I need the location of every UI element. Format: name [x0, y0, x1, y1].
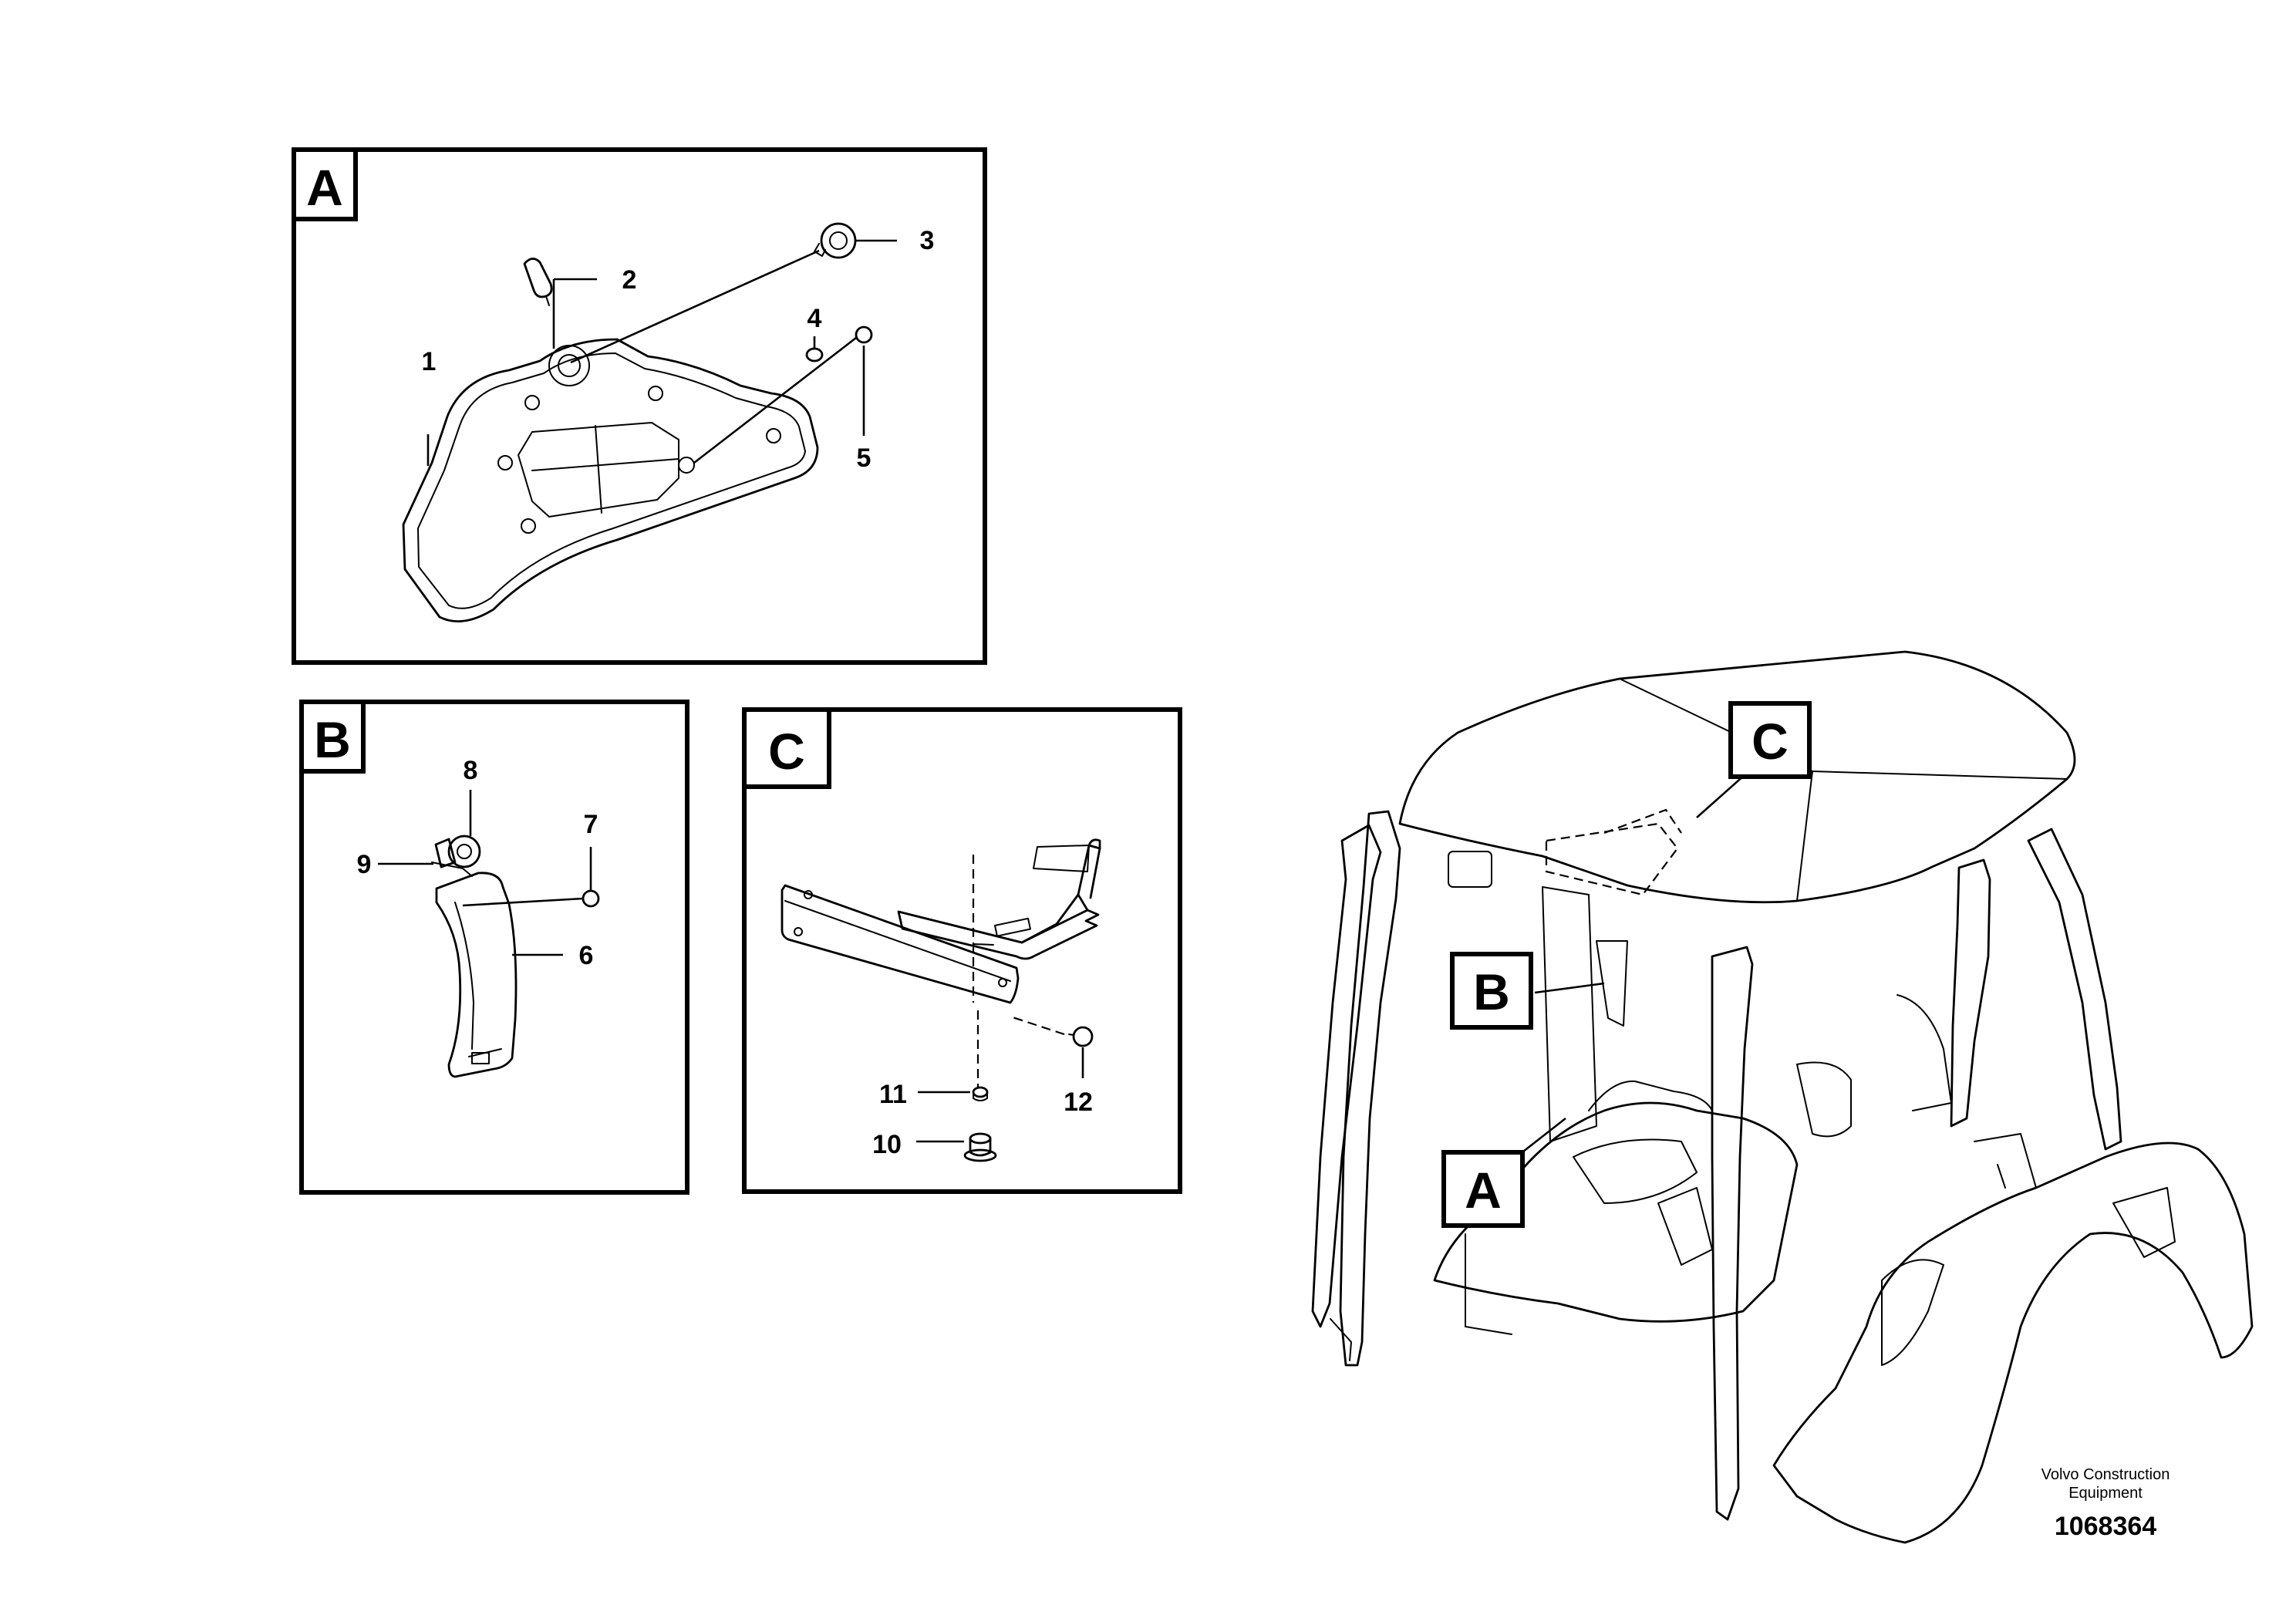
- cab-mirror: [1448, 851, 1492, 888]
- label-10: 10: [872, 1130, 902, 1159]
- drawing-number: 1068364: [2055, 1512, 2156, 1541]
- panel-a-letter: A: [306, 159, 343, 216]
- cab-left-post-front: [1311, 824, 1382, 1328]
- footer: Volvo Construction Equipment 1068364: [2041, 1466, 2170, 1541]
- mounting-bracket-part: [781, 838, 1101, 1004]
- callout-a-box: [1441, 1150, 1525, 1228]
- panel-b: B 8 9 7 6: [299, 700, 689, 1195]
- company-name-line2: Equipment: [2068, 1485, 2143, 1502]
- screw-part: [855, 325, 873, 344]
- label-3: 3: [920, 226, 935, 255]
- panel-b-frame: [299, 700, 689, 1195]
- panel-a-frame: [292, 147, 987, 665]
- cab-right-post: [1711, 946, 1754, 1521]
- callout-c-box: [1728, 701, 1812, 779]
- label-8: 8: [464, 756, 478, 785]
- callout-b-letter: B: [1473, 963, 1510, 1020]
- screw-c-part: [1068, 1026, 1094, 1047]
- cab-left-post: [1339, 810, 1401, 1367]
- leader-7b: [462, 897, 584, 907]
- company-name-line1: Volvo Construction: [2041, 1466, 2170, 1483]
- panel-c: C: [742, 707, 1182, 1194]
- axis-line-c3: [1010, 1015, 1065, 1036]
- label-12: 12: [1064, 1088, 1093, 1117]
- cab-roof: [1398, 650, 2076, 904]
- lamp-part: [814, 222, 857, 259]
- callout-c-letter: C: [1752, 713, 1789, 770]
- label-6: 6: [579, 941, 594, 970]
- label-1: 1: [422, 347, 437, 376]
- label-9: 9: [357, 850, 372, 879]
- cab-overview: C B A: [1311, 650, 2254, 1544]
- cab-rear-post: [1950, 858, 1991, 1128]
- washer-part: [805, 347, 824, 363]
- callout-a-leader: [1522, 1117, 1566, 1153]
- callout-a-letter: A: [1465, 1162, 1502, 1219]
- label-5: 5: [857, 443, 872, 473]
- label-4: 4: [807, 304, 822, 333]
- label-11: 11: [879, 1080, 907, 1109]
- callout-b-box: [1450, 952, 1533, 1030]
- interior-lamp-part: [431, 835, 481, 877]
- screw-b-part: [582, 889, 600, 908]
- panel-c-frame: [742, 707, 1182, 1194]
- label-7: 7: [584, 810, 598, 839]
- panel-c-letter-box: [742, 707, 831, 789]
- cab-fender: [1772, 1141, 2254, 1544]
- cab-c-location: [1545, 822, 1679, 896]
- panel-c-letter: C: [768, 723, 805, 780]
- callout-b-leader: [1534, 982, 1605, 994]
- clip-part: [523, 258, 553, 306]
- leader-3b: [570, 249, 820, 364]
- cab-rear-right-post: [2027, 828, 2122, 1151]
- panel-b-letter: B: [314, 711, 351, 768]
- panel-b-letter-box: [299, 700, 366, 774]
- leader-5b: [693, 336, 857, 464]
- dashboard-cover-part: [402, 338, 819, 622]
- panel-a-letter-box: [292, 147, 358, 221]
- panel-a: A: [292, 147, 987, 665]
- pillar-trim-part: [435, 872, 518, 1078]
- label-2: 2: [622, 265, 637, 295]
- nut-part: [972, 1086, 989, 1101]
- knob-part: [963, 1132, 997, 1162]
